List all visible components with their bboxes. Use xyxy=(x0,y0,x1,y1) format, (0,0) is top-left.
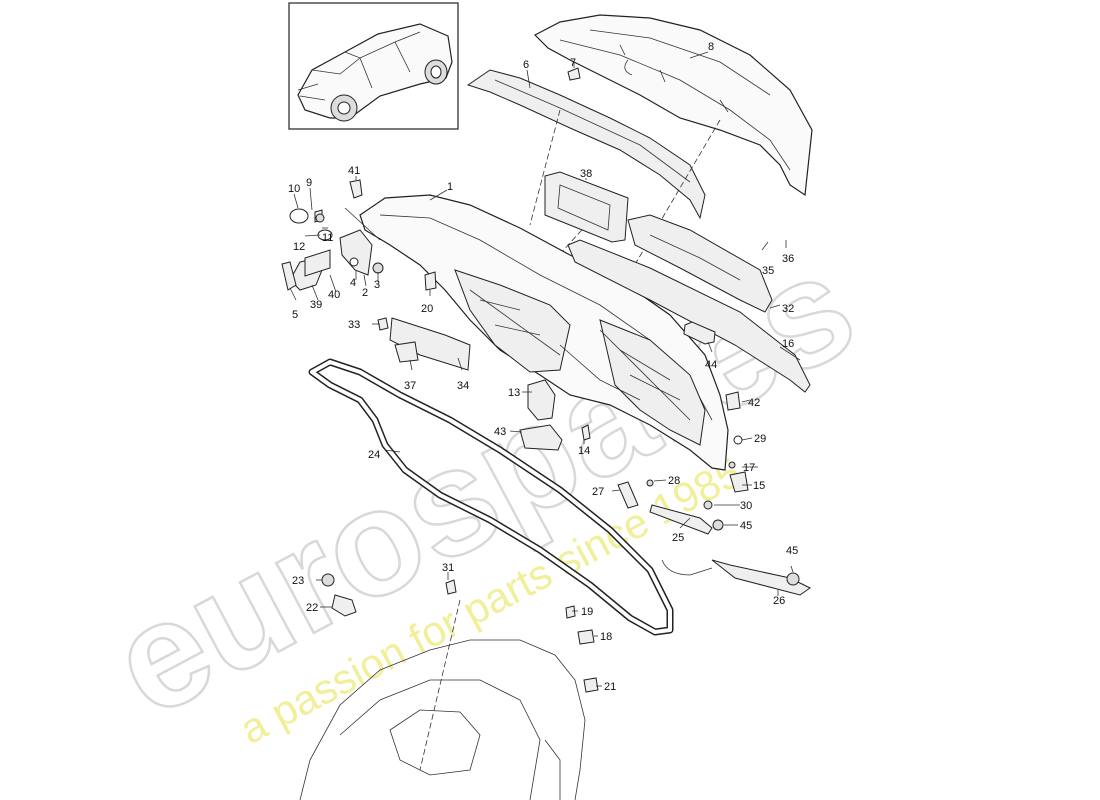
callout-11: 11 xyxy=(322,232,333,244)
callout-34: 34 xyxy=(457,380,469,392)
callout-19: 19 xyxy=(581,606,593,618)
callout-25: 25 xyxy=(672,532,684,544)
callout-29: 29 xyxy=(754,433,766,445)
callout-21: 21 xyxy=(604,681,616,693)
callout-27: 27 xyxy=(592,486,604,498)
callout-20: 20 xyxy=(421,303,433,315)
callout-4: 4 xyxy=(350,277,356,289)
callout-24: 24 xyxy=(368,449,380,461)
callout-6: 6 xyxy=(523,59,529,71)
part-24-seal xyxy=(308,358,674,636)
callout-15: 15 xyxy=(753,480,765,492)
part-18-clip xyxy=(577,629,595,645)
callout-32: 32 xyxy=(782,303,794,315)
callout-37: 37 xyxy=(404,380,416,392)
callout-43: 43 xyxy=(494,426,506,438)
callout-2: 2 xyxy=(362,287,368,299)
part-14-screw xyxy=(581,424,591,441)
part-22-bumper xyxy=(331,594,357,617)
callout-17: 17 xyxy=(743,462,755,474)
callout-30: 30 xyxy=(740,500,752,512)
callout-5: 5 xyxy=(292,309,298,321)
callout-26: 26 xyxy=(773,595,785,607)
leader-lines xyxy=(289,51,801,687)
callout-labels: 1 2 3 4 5 6 7 8 9 10 11 12 13 14 15 16 1… xyxy=(288,41,798,693)
callout-18: 18 xyxy=(600,631,612,643)
part-38-plate-bracket xyxy=(544,171,629,243)
callout-28: 28 xyxy=(668,475,680,487)
callout-42: 42 xyxy=(748,397,760,409)
part-27-bracket xyxy=(617,481,639,509)
part-26-power-strut xyxy=(711,559,811,596)
callout-35: 35 xyxy=(762,265,774,277)
part-7-clip xyxy=(567,67,581,81)
callout-33: 33 xyxy=(348,319,360,331)
callout-1: 1 xyxy=(447,181,453,193)
callout-45-upper: 45 xyxy=(740,520,752,532)
callout-10: 10 xyxy=(288,183,300,195)
part-43-handle xyxy=(519,424,563,451)
callout-40: 40 xyxy=(328,289,340,301)
part-31-screw xyxy=(445,579,457,595)
part-6-trim-strip xyxy=(466,69,706,220)
callout-31: 31 xyxy=(442,562,454,574)
part-15-cover xyxy=(729,471,749,493)
callout-14: 14 xyxy=(578,445,590,457)
part-21-fastener xyxy=(583,677,599,693)
part-8-rear-spoiler xyxy=(533,14,813,197)
part-16-lower-trim xyxy=(567,239,811,393)
body-outline xyxy=(299,639,586,800)
part-32-handle-trim xyxy=(627,214,773,313)
part-19-screw xyxy=(565,605,576,619)
callout-13: 13 xyxy=(508,387,520,399)
part-23-grommet xyxy=(321,573,335,587)
callout-9: 9 xyxy=(306,177,312,189)
callout-16: 16 xyxy=(782,338,794,350)
callout-45-lower: 45 xyxy=(786,545,798,557)
callout-41: 41 xyxy=(348,165,360,177)
hinge-assembly-parts xyxy=(281,179,471,371)
callout-12: 12 xyxy=(293,241,305,253)
callout-3: 3 xyxy=(374,279,380,291)
callout-23: 23 xyxy=(292,575,304,587)
callout-36: 36 xyxy=(782,253,794,265)
part-1-tailgate xyxy=(359,194,729,471)
callout-44: 44 xyxy=(705,359,717,371)
vehicle-thumbnail xyxy=(288,2,459,130)
callout-8: 8 xyxy=(708,41,714,53)
callout-7: 7 xyxy=(570,57,576,69)
callout-39: 39 xyxy=(310,299,322,311)
callout-38: 38 xyxy=(580,168,592,180)
part-42-clip xyxy=(725,391,741,411)
callout-22: 22 xyxy=(306,602,318,614)
part-25-strut xyxy=(649,504,713,535)
part-44-pad xyxy=(683,321,716,345)
part-13-lock xyxy=(527,379,556,421)
